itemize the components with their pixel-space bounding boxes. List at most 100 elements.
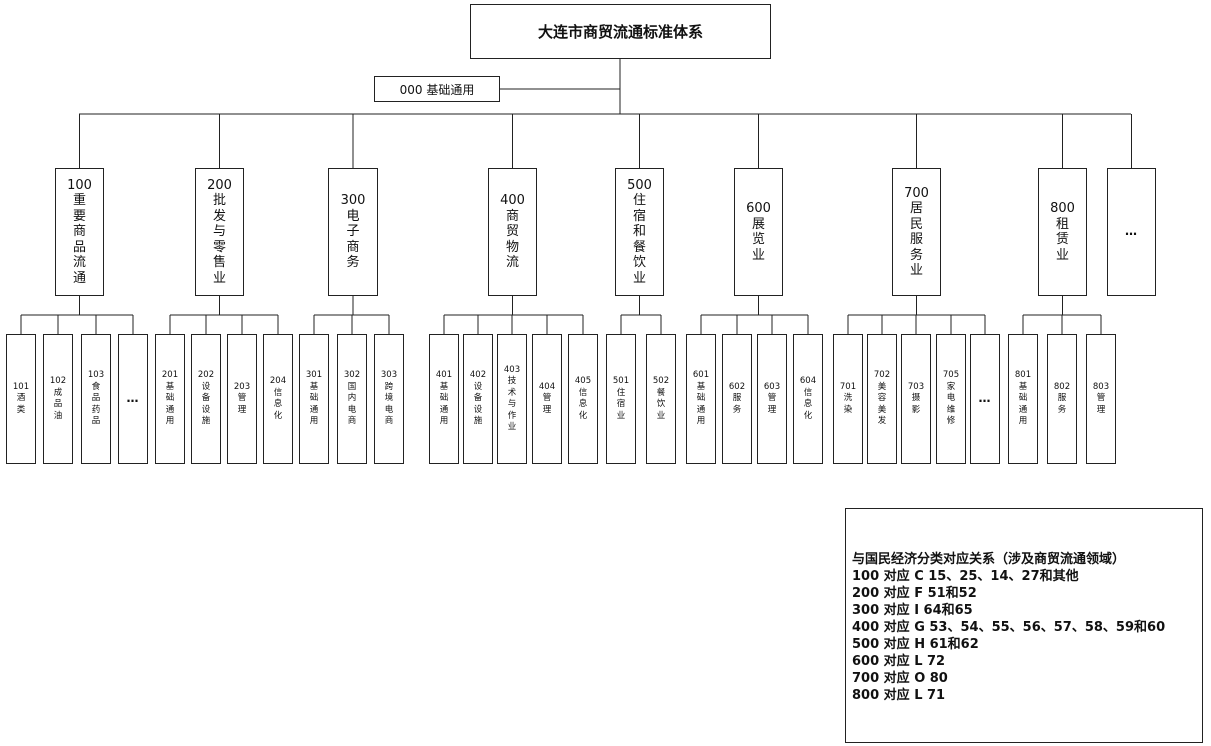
base-node: 000 基础通用 [374,76,500,102]
subcategory-code: 702 [873,370,891,381]
root-label: 大连市商贸流通标准体系 [537,23,703,41]
subcategory-name: 管理 [1096,393,1106,415]
subcategory-name: 服务 [1057,393,1067,415]
subcategory-name: 酒类 [16,393,26,415]
subcategory-code: 603 [763,381,781,392]
category-name: 租赁业 [1055,216,1069,263]
subcategory-code: 303 [380,370,398,381]
base-label: 000 基础通用 [399,82,475,97]
subcategory-name: 餐饮业 [656,387,666,421]
subcategory-code: 601 [692,370,710,381]
subcategory-name: 洗染 [843,393,853,415]
category-name: 电子商务 [346,208,360,271]
subcategory-code: 204 [269,376,287,386]
subcategory-code: 103 [87,370,105,381]
subcategory-name: 技术与作业 [507,376,517,432]
subcategory-name: 基础通用 [165,381,175,427]
category-code: 300 [340,193,366,209]
category-name: 重要商品流通 [72,193,86,286]
category-name: 商贸物流 [505,208,519,271]
category-code: 400 [500,193,525,209]
subcategory-code: 803 [1092,381,1110,392]
subcategory-name: … [126,391,140,406]
subcategory-code: 302 [343,370,361,381]
category-node: … [1107,168,1156,296]
subcategory-code: 602 [728,381,746,392]
legend-line: 300 对应 I 64和65 [852,603,973,618]
category-code: 600 [746,201,771,216]
subcategory-code: 801 [1014,370,1032,381]
subcategory-name: 设备设施 [201,381,211,427]
legend-line: 200 对应 F 51和52 [852,586,977,601]
subcategory-name: 信息化 [803,387,813,421]
subcategory-code: 201 [161,370,179,381]
subcategory-code: 502 [652,376,670,386]
category-code: 800 [1050,201,1075,216]
legend-line: 600 对应 L 72 [852,654,946,669]
subcategory-name: 管理 [542,393,552,415]
subcategory-name: 美容美发 [877,381,887,427]
subcategory-code: 402 [469,370,487,381]
legend-title: 与国民经济分类对应关系（涉及商贸流通领域） [852,552,1126,567]
subcategory-code: 501 [612,376,630,386]
subcategory-name: 管理 [237,393,247,415]
legend-line: 400 对应 G 53、54、55、56、57、58、59和60 [852,620,1166,635]
subcategory-name: … [978,391,992,406]
subcategory-name: 信息化 [273,387,283,421]
subcategory-code: 604 [799,376,817,386]
category-name: 展览业 [751,216,765,263]
category-code: 200 [207,177,232,193]
subcategory-name: 跨境电商 [384,381,394,427]
category-name: 居民服务业 [909,201,923,278]
category-name: 批发与零售业 [212,193,226,286]
subcategory-name: 基础通用 [439,381,449,427]
category-code: 500 [627,177,652,193]
subcategory-code: 701 [839,381,857,392]
subcategory-name: 成品油 [53,387,63,421]
legend-line: 500 对应 H 61和62 [852,637,979,652]
subcategory-name: 服务 [732,393,742,415]
subcategory-code: 203 [233,381,251,392]
subcategory-code: 101 [12,381,30,392]
category-name: … [1125,224,1138,239]
classification-legend: 与国民经济分类对应关系（涉及商贸流通领域） 100 对应 C 15、25、14、… [845,508,1203,743]
subcategory-node: … [118,334,148,464]
subcategory-name: 信息化 [578,387,588,421]
subcategory-name: 基础通用 [1018,381,1028,427]
subcategory-name: 食品药品 [91,381,101,427]
subcategory-node: … [970,334,1000,464]
subcategory-code: 705 [942,370,960,381]
legend-line: 700 对应 O 80 [852,671,948,686]
subcategory-name: 住宿业 [616,387,626,421]
subcategory-name: 摄影 [911,393,921,415]
subcategory-name: 基础通用 [309,381,319,427]
subcategory-code: 403 [503,364,521,375]
category-name: 住宿和餐饮业 [632,193,646,286]
